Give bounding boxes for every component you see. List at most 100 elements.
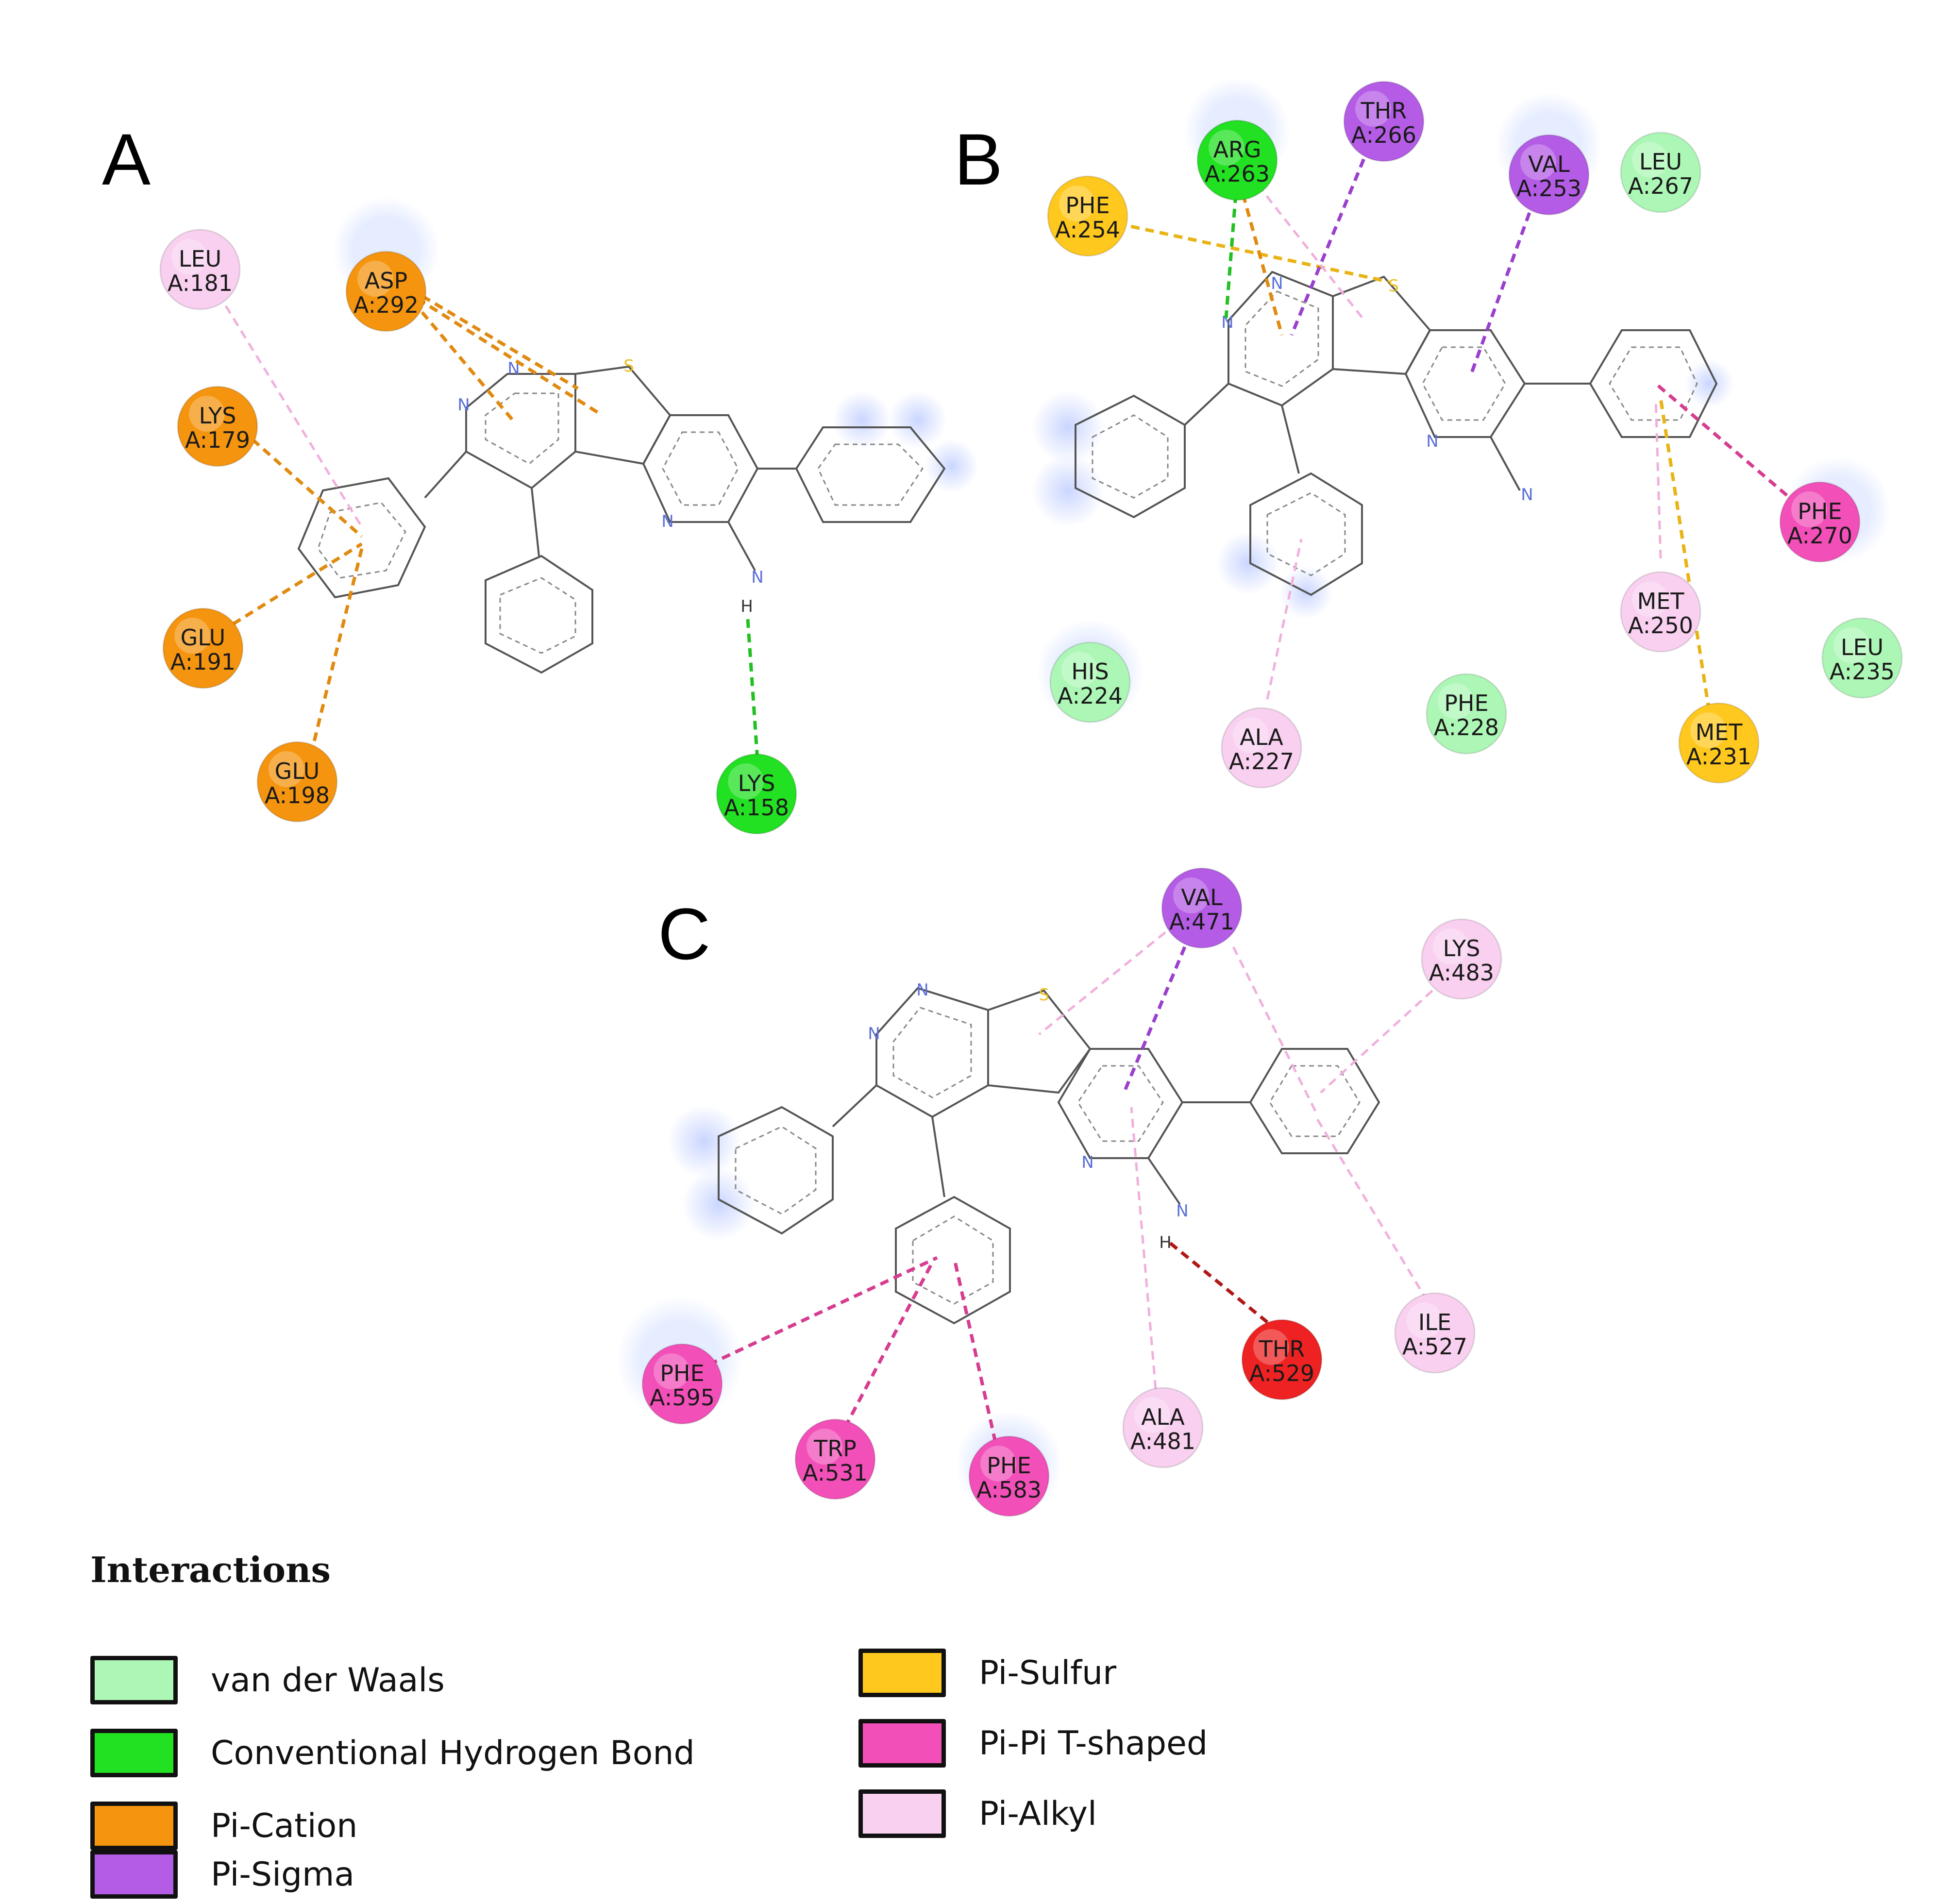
interactions-c: [708, 931, 1433, 1443]
bond: [1184, 383, 1229, 426]
glow-blob: [1032, 391, 1105, 464]
atom-h: H: [1159, 1233, 1172, 1252]
residue-highlight: [174, 618, 210, 654]
atom-n: N: [457, 395, 470, 415]
bond: [424, 451, 467, 499]
residue-highlight: [1791, 491, 1827, 527]
inner-ring: [1422, 346, 1506, 421]
legend-swatch: [858, 1789, 946, 1838]
panel-label-c: C: [658, 893, 710, 975]
residue-circle: [968, 1435, 1050, 1517]
residue-highlight: [357, 261, 393, 297]
residue-id: A:471: [1169, 909, 1234, 935]
ring-b-thiophene: [1332, 275, 1431, 375]
residue-name: ARG: [1213, 136, 1261, 163]
glow-blob: [833, 391, 891, 449]
legend-swatch: [90, 1656, 178, 1704]
residue-id: A:531: [803, 1460, 868, 1486]
residue-highlight: [1061, 652, 1097, 688]
residue-name: MET: [1637, 588, 1685, 614]
residue-name: PHE: [660, 1360, 704, 1386]
legend-title: Interactions: [90, 1549, 331, 1590]
residue-name: ILE: [1418, 1309, 1451, 1335]
line-glu191: [232, 542, 363, 625]
atom-n: N: [751, 568, 763, 587]
residue-id: A:263: [1205, 161, 1270, 187]
residue-id: A:181: [168, 270, 233, 296]
legend-label: Conventional Hydrogen Bond: [211, 1734, 695, 1772]
legend-swatch: [90, 1850, 178, 1899]
line-lys179: [251, 438, 363, 538]
line-asp292-2: [417, 297, 603, 417]
residue-highlight: [980, 1446, 1016, 1482]
residue-circle: [1421, 918, 1502, 1000]
legend-label: van der Waals: [211, 1661, 445, 1700]
residue-name: MET: [1696, 719, 1743, 745]
residue-circle: [1049, 641, 1131, 723]
glow-blob: [668, 1105, 740, 1178]
line-arg263-cation: [1241, 194, 1284, 336]
atom-n: N: [916, 980, 928, 1000]
residue-circle: [716, 753, 797, 835]
panel-label-b: B: [954, 118, 1003, 200]
inner-ring: [499, 577, 576, 654]
residue-id: A:267: [1628, 173, 1693, 199]
bond: [1281, 405, 1300, 474]
residue-name: LYS: [738, 770, 775, 796]
residue-circle: [256, 741, 338, 823]
legend-label: Pi-Cation: [211, 1806, 358, 1845]
ring-b-pyridine: [1404, 329, 1526, 438]
residue-circle: [1196, 119, 1278, 201]
residue-highlight: [269, 751, 304, 787]
legend-label: Pi-Pi T-shaped: [979, 1724, 1208, 1763]
residue-id: A:292: [353, 292, 419, 318]
residue-highlight: [1059, 185, 1095, 221]
bond: [1490, 437, 1521, 491]
interactions-b: [1116, 145, 1788, 712]
residue-name: LEU: [1639, 149, 1682, 175]
legend-swatch: [90, 1729, 178, 1777]
ring-c-phenyl-right: [1249, 1048, 1380, 1154]
atom-s: S: [623, 356, 634, 376]
residue-highlight: [807, 1429, 842, 1465]
panel-label-a: A: [102, 118, 151, 200]
residue-circle: [177, 386, 258, 467]
legend-swatch: [90, 1802, 178, 1850]
ring-c-phenyl-bottom: [895, 1196, 1011, 1325]
residue-id: A:228: [1434, 714, 1499, 741]
inner-ring: [1609, 346, 1698, 421]
glow-blob: [1216, 532, 1279, 595]
line-trp531: [843, 1262, 934, 1429]
line-ala481: [1130, 1107, 1157, 1389]
residue-highlight: [1209, 130, 1244, 166]
inner-ring: [1092, 414, 1169, 499]
residue-highlight: [1233, 717, 1269, 753]
legend-item-pi-alkyl: Pi-Alkyl: [858, 1787, 1097, 1840]
line-lys158: [746, 619, 759, 760]
atom-n: N: [868, 1024, 880, 1044]
residue-id: A:224: [1058, 683, 1123, 709]
legend-item-pi-sulfur: Pi-Sulfur: [858, 1646, 1116, 1700]
residue-highlight: [1632, 581, 1668, 617]
residue-name: THR: [1361, 98, 1407, 124]
bond: [531, 488, 540, 556]
residue-circle: [1620, 132, 1701, 213]
residue-name: LYS: [199, 403, 236, 429]
ring-a-thiophene: [574, 365, 672, 465]
residue-circle: [794, 1418, 876, 1500]
residue-id: A:179: [185, 427, 250, 453]
residue-circle: [1122, 1387, 1204, 1468]
residue-circle: [1426, 673, 1507, 755]
line-phe583: [952, 1257, 997, 1443]
inner-ring: [1269, 1065, 1361, 1137]
residue-circle: [1821, 617, 1903, 699]
